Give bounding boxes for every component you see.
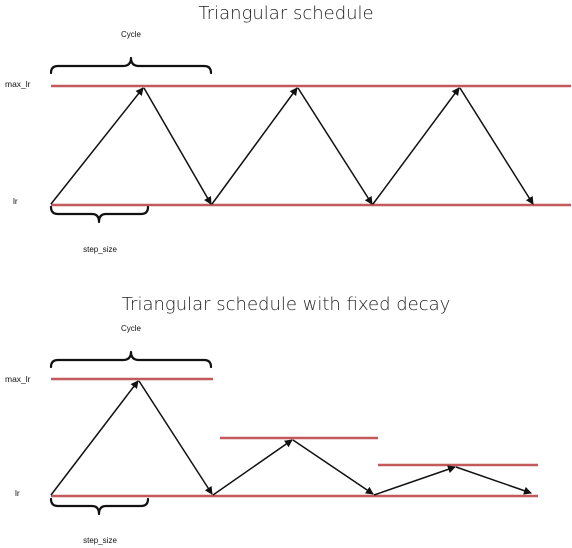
top-arrow-up-2	[211, 87, 298, 205]
bottom-arrow-down-1	[138, 380, 213, 495]
top-cycle-brace	[49, 56, 213, 75]
top-arrow-down-3	[459, 87, 534, 205]
bottom-arrow-down-3	[455, 466, 532, 495]
bottom-step-size-brace	[49, 497, 150, 516]
top-arrow-up-3	[372, 87, 460, 205]
bottom-arrow-up-2	[212, 439, 293, 496]
top-cycle-label: Cycle	[121, 30, 142, 39]
bottom-panel-title: Triangular schedule with fixed decay	[122, 294, 451, 315]
bottom-arrow-down-2	[292, 439, 374, 495]
bottom-step-size-label: step_size	[83, 536, 117, 545]
bottom-max-lr-label: max_lr	[5, 374, 31, 384]
bottom-arrow-up-1	[50, 380, 139, 496]
bottom-panel: Triangular schedule with fixed decay Cyc…	[5, 294, 538, 545]
top-max-lr-label: max_lr	[5, 79, 31, 89]
top-arrow-up-1	[50, 87, 144, 205]
bottom-lr-label: lr	[15, 488, 20, 498]
top-lr-label: lr	[13, 196, 18, 206]
top-panel: Triangular schedule Cycle max_lr lr step…	[5, 3, 571, 254]
top-arrow-down-2	[297, 87, 373, 205]
top-step-size-label: step_size	[83, 245, 117, 254]
top-step-size-brace	[49, 205, 150, 224]
bottom-cycle-label: Cycle	[121, 324, 142, 333]
bottom-arrow-up-3	[373, 465, 456, 496]
top-arrow-down-1	[143, 87, 212, 205]
top-panel-title: Triangular schedule	[198, 3, 373, 24]
bottom-cycle-brace	[49, 350, 213, 369]
